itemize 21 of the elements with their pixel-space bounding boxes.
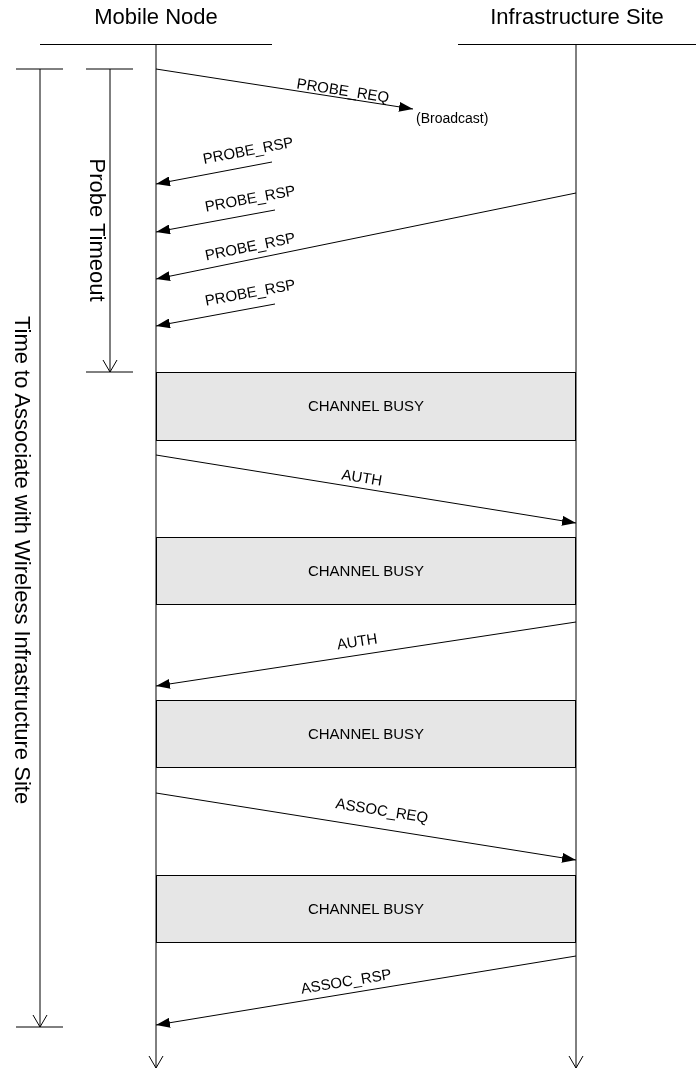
arrow	[155, 192, 577, 282]
edge-label: AUTH	[335, 630, 379, 652]
lifeline-header: Mobile Node	[40, 6, 272, 45]
arrow	[155, 161, 273, 187]
arrow	[155, 68, 414, 112]
arrow	[155, 955, 577, 1028]
channel-busy-bar: CHANNEL BUSY	[156, 875, 576, 943]
edge-label: AUTH	[340, 466, 384, 488]
arrow	[155, 454, 577, 526]
arrow	[155, 303, 276, 329]
lifeline-header: Infrastructure Site	[458, 6, 696, 45]
dimension-label: Probe Timeout	[86, 158, 108, 302]
channel-busy-bar: CHANNEL BUSY	[156, 537, 576, 605]
dimension-label: Time to Associate with Wireless Infrastructure Site	[11, 315, 33, 805]
arrow	[155, 792, 577, 863]
arrow	[155, 621, 577, 689]
note-text: (Broadcast)	[416, 107, 546, 129]
channel-busy-bar: CHANNEL BUSY	[156, 700, 576, 768]
edge-label: ASSOC_RSP	[299, 966, 393, 996]
arrow	[155, 209, 276, 235]
channel-busy-bar: CHANNEL BUSY	[156, 372, 576, 441]
